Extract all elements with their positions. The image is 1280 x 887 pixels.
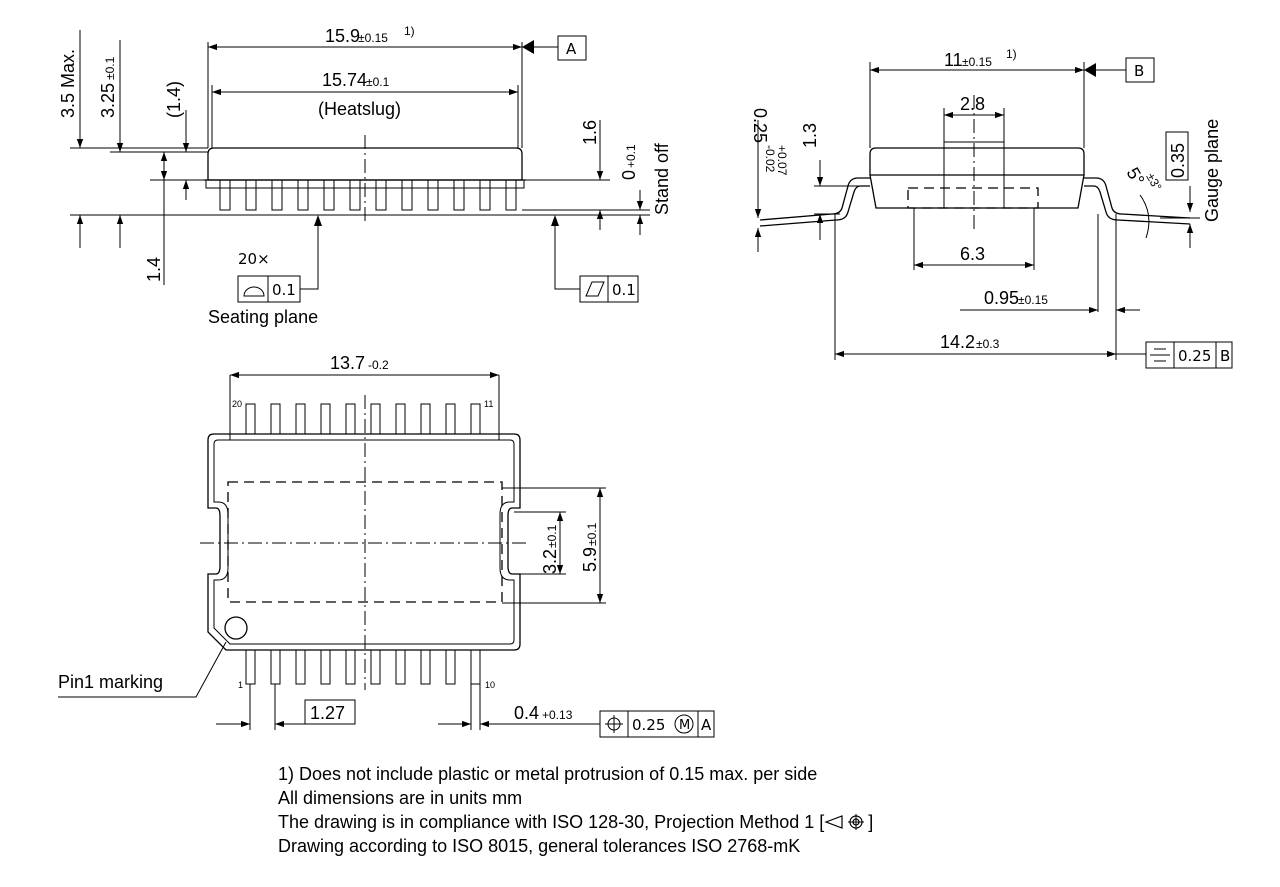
position-datum: A [701, 716, 712, 734]
top-view: 13.7 -0.2 20 11 1 10 3.2 ±0.1 5.9 ±0.1 P… [58, 353, 715, 738]
span-value: 14.2 [940, 332, 975, 352]
pin-10-label: 10 [485, 680, 495, 690]
datum-b-box [1125, 57, 1155, 83]
lead-thickness-tol-upper: +0.07 [775, 145, 789, 176]
pin-1-label: 1 [238, 680, 243, 690]
note-units: All dimensions are in units mm [278, 788, 523, 808]
flatness-icon [585, 281, 605, 297]
pin1-label: Pin1 marking [58, 672, 163, 692]
end-view: 11 ±0.15 1) B 2.8 0.25 +0.07 -0.02 1.3 0… [750, 47, 1233, 369]
pitch-box [304, 699, 356, 725]
standoff-tol: +0.1 [624, 144, 638, 168]
body-height-tol: ±0.1 [103, 56, 117, 80]
symmetry-icon [1150, 348, 1170, 362]
lead-height-value: 1.6 [580, 120, 600, 145]
end-pad-outline [907, 187, 1039, 209]
note-projection-close: ] [868, 812, 874, 832]
seating-plane-label: Seating plane [208, 307, 318, 327]
pad-height-tol: ±0.1 [585, 522, 599, 546]
note-projection-text: The drawing is in compliance with ISO 12… [278, 812, 825, 832]
pad-width-value: 6.3 [960, 244, 985, 264]
top-leads-lower [245, 649, 481, 685]
lead-count-label: 20× [238, 250, 270, 268]
datum-a-box [557, 35, 587, 61]
slot-width-value: 3.2 [540, 549, 560, 574]
side-body-outline [207, 147, 523, 181]
position-icon [605, 715, 623, 733]
overall-length-note: 1) [404, 24, 415, 38]
heatslug-length-tol: ±0.1 [366, 75, 390, 89]
overall-width-tol: ±0.15 [962, 55, 992, 69]
symmetry-datum: B [1220, 347, 1230, 365]
datum-a-triangle [522, 40, 534, 54]
span-tol: ±0.3 [976, 337, 1000, 351]
symmetry-tol-value: 0.25 [1178, 347, 1211, 365]
note-projection: The drawing is in compliance with ISO 12… [278, 810, 1038, 834]
lead-width-tol: +0.13 [542, 708, 573, 722]
gauge-plane-label: Gauge plane [1202, 119, 1222, 222]
max-height-label: 3.5 Max. [58, 49, 78, 118]
pin1-leader [58, 641, 227, 698]
heatslug-label: (Heatslug) [318, 99, 401, 119]
mmc-circle [674, 714, 694, 734]
angle-arc [1139, 194, 1150, 239]
top-body-outline [207, 433, 521, 651]
top-leads-upper [245, 403, 481, 435]
datum-b-triangle [1084, 63, 1096, 77]
pad-height-value: 5.9 [580, 547, 600, 572]
symmetry-tol-frame [1145, 341, 1233, 369]
notes-block: 1) Does not include plastic or metal pro… [278, 762, 1038, 858]
body-length-tol: -0.2 [368, 358, 389, 372]
body-offset-value: 1.3 [800, 123, 820, 148]
side-view: 15.9 ±0.15 1) A 15.74 ±0.1 (Heatslug) 3.… [58, 24, 672, 327]
heatslug-length-value: 15.74 [322, 70, 367, 90]
body-height-value: 3.25 [98, 83, 118, 118]
pin1-marker [224, 616, 248, 640]
note-standards: Drawing according to ISO 8015, general t… [278, 836, 801, 856]
ref-height-label: (1.4) [164, 81, 184, 118]
lead-thickness-value: 0.25 [750, 108, 770, 143]
bottom-height-value: 1.4 [144, 257, 164, 282]
overall-length-value: 15.9 [325, 26, 360, 46]
pin-11-label: 11 [484, 399, 493, 409]
end-body-outline [869, 147, 1085, 176]
projection-method-icon [824, 814, 865, 830]
body-length-value: 13.7 [330, 353, 365, 373]
end-body-lower [869, 174, 1085, 209]
top-pad-outline [227, 481, 503, 603]
overall-width-note: 1) [1006, 47, 1017, 61]
position-modifier: M [679, 718, 690, 733]
flatness-tol-value: 0.1 [612, 281, 636, 299]
slug-width-value: 2.8 [960, 94, 985, 114]
gauge-value-box [1165, 131, 1189, 181]
standoff-value: 0 [619, 170, 639, 180]
lead-thickness-tol-lower: -0.02 [763, 145, 777, 173]
end-lead-right [1084, 177, 1191, 219]
lead-width-value: 0.4 [514, 703, 539, 723]
pin-20-label: 20 [232, 399, 242, 409]
profile-tol-value: 0.1 [272, 281, 296, 299]
position-tol-value: 0.25 [632, 716, 665, 734]
foot-length-value: 0.95 [984, 288, 1019, 308]
datum-a-label: A [566, 40, 577, 58]
standoff-label: Stand off [652, 142, 672, 215]
flatness-tol-frame [579, 275, 639, 303]
overall-length-tol: ±0.15 [358, 31, 388, 45]
profile-icon [243, 286, 265, 297]
datum-b-label: B [1134, 62, 1144, 80]
foot-length-tol: ±0.15 [1018, 293, 1048, 307]
gauge-value: 0.35 [1168, 143, 1188, 178]
overall-width-value: 11 [944, 50, 963, 70]
pitch-value: 1.27 [310, 703, 345, 723]
slot-width-tol: ±0.1 [545, 524, 559, 548]
note-protrusion: 1) Does not include plastic or metal pro… [278, 764, 818, 784]
position-tol-frame [599, 710, 715, 738]
side-leads [219, 179, 517, 211]
